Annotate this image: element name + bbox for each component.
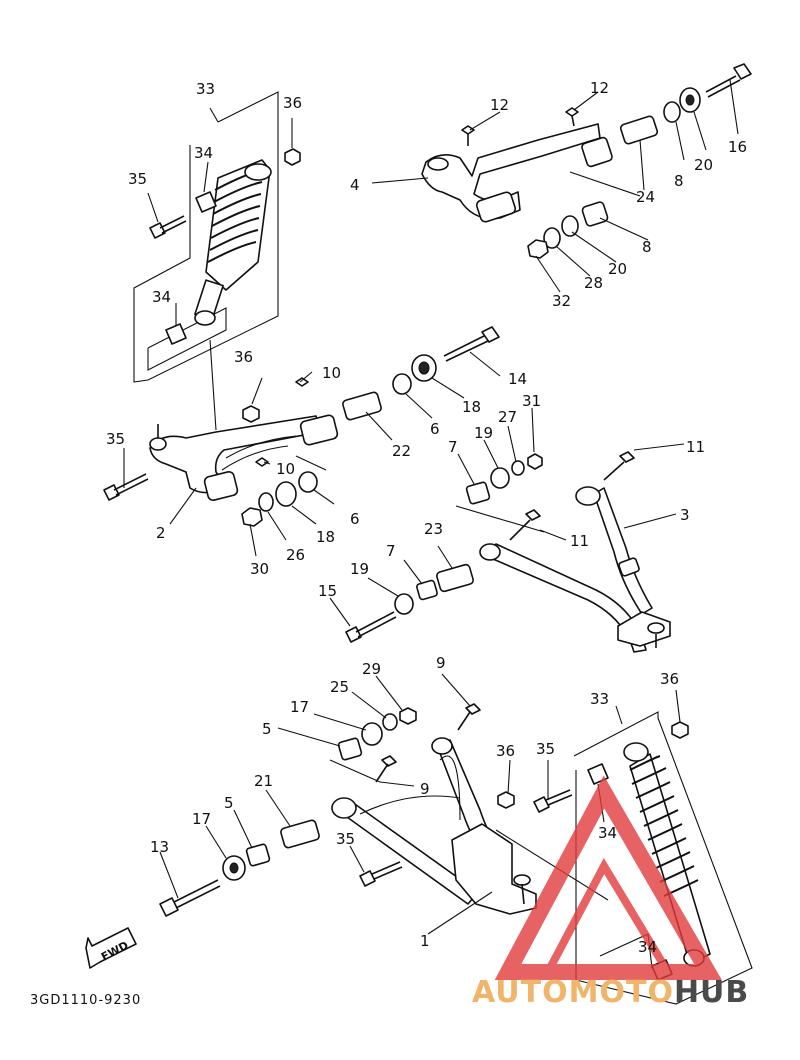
arm-3 — [329, 407, 685, 653]
callout-33b: 33 — [590, 690, 609, 708]
callout-1: 1 — [420, 932, 430, 950]
callout-10b: 10 — [276, 460, 295, 478]
callout-5b: 5 — [224, 794, 234, 812]
callout-34c: 34 — [598, 824, 617, 842]
callout-16: 16 — [728, 138, 747, 156]
watermark-auto: AUTO — [472, 975, 569, 1010]
callout-14: 14 — [508, 370, 527, 388]
callout-2: 2 — [156, 524, 166, 542]
callout-35b: 35 — [106, 430, 125, 448]
callout-21: 21 — [254, 772, 273, 790]
callout-13: 13 — [150, 838, 169, 856]
callout-19b: 19 — [350, 560, 369, 578]
callout-12b: 12 — [590, 79, 609, 97]
callout-36d: 36 — [496, 742, 515, 760]
callout-35c: 35 — [536, 740, 555, 758]
callout-22: 22 — [392, 442, 411, 460]
callout-6b: 6 — [350, 510, 360, 528]
watermark-logo — [494, 775, 722, 980]
fwd-arrow: FWD — [85, 927, 137, 969]
callout-35a: 35 — [128, 170, 147, 188]
callout-8a: 8 — [674, 172, 684, 190]
watermark-text: AUTOMOTOHUB — [472, 975, 749, 1010]
callout-36a: 36 — [283, 94, 302, 112]
callout-20b: 20 — [608, 260, 627, 278]
shock-absorber-upper — [133, 91, 301, 431]
callout-18a: 18 — [462, 398, 481, 416]
callout-5a: 5 — [262, 720, 272, 738]
callout-4: 4 — [350, 176, 360, 194]
callout-29: 29 — [362, 660, 381, 678]
callout-12a: 12 — [490, 96, 509, 114]
callout-18b: 18 — [316, 528, 335, 546]
upper-arm-4 — [371, 63, 752, 293]
callout-20a: 20 — [694, 156, 713, 174]
callout-25: 25 — [330, 678, 349, 696]
callout-33a: 33 — [196, 80, 215, 98]
callout-17b: 17 — [192, 810, 211, 828]
watermark-hub: HUB — [674, 975, 749, 1010]
callout-36b: 36 — [234, 348, 253, 366]
callout-30: 30 — [250, 560, 269, 578]
callout-17a: 17 — [290, 698, 309, 716]
callout-3: 3 — [680, 506, 690, 524]
callout-26: 26 — [286, 546, 305, 564]
callout-9b: 9 — [420, 780, 430, 798]
callout-10a: 10 — [322, 364, 341, 382]
figure-code: 3GD1110-9230 — [30, 993, 141, 1008]
callout-19a: 19 — [474, 424, 493, 442]
callout-24: 24 — [636, 188, 655, 206]
callout-32: 32 — [552, 292, 571, 310]
callout-23: 23 — [424, 520, 443, 538]
arm-1 — [159, 673, 609, 935]
callout-34d: 34 — [638, 938, 657, 956]
callout-35d: 35 — [336, 830, 355, 848]
callout-8b: 8 — [642, 238, 652, 256]
callout-34a: 34 — [194, 144, 213, 162]
arm-2 — [103, 326, 501, 557]
callout-7b: 7 — [386, 542, 396, 560]
callout-6a: 6 — [430, 420, 440, 438]
watermark-moto: MOTO — [569, 975, 674, 1010]
callout-15: 15 — [318, 582, 337, 600]
callout-31: 31 — [522, 392, 541, 410]
callout-9a: 9 — [436, 654, 446, 672]
callout-34b: 34 — [152, 288, 171, 306]
callout-7a: 7 — [448, 438, 458, 456]
callout-11a: 11 — [686, 438, 705, 456]
callout-27: 27 — [498, 408, 517, 426]
callout-36c: 36 — [660, 670, 679, 688]
callout-11b: 11 — [570, 532, 589, 550]
callout-28: 28 — [584, 274, 603, 292]
